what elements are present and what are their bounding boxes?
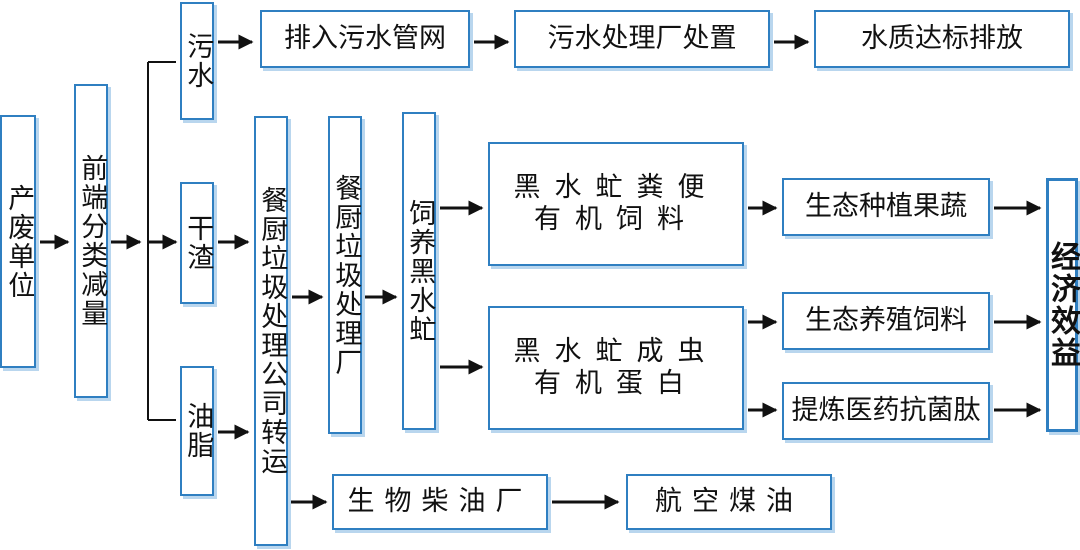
node-front-sorting: 前端分类减量 [74,84,108,398]
node-antimicrobial-peptide: 提炼医药抗菌肽 [782,382,990,440]
node-sewage: 污水 [180,2,214,120]
node-bsf-breeding: 饲养黑水虻 [402,112,436,430]
node-eco-breeding-feed: 生态养殖饲料 [782,292,990,350]
node-economic-benefit: 经济效益 [1045,178,1080,432]
node-frass-feed: 黑水虻粪便 有机饲料 [488,142,744,266]
node-grease: 油脂 [180,366,214,496]
node-discharge-sewer: 排入污水管网 [260,10,470,68]
node-source-unit: 产废单位 [0,115,36,368]
node-aviation-fuel: 航空煤油 [626,474,832,530]
node-treatment-plant: 餐厨垃圾处理厂 [328,116,362,434]
frass-feed-line1: 黑水虻粪便 [513,171,719,203]
node-dry-residue: 干渣 [180,182,214,304]
frass-feed-line2: 有机饲料 [534,204,698,235]
node-sewage-plant: 污水处理厂处置 [514,10,770,68]
larvae-protein-line1: 黑水虻成虫 [513,335,719,367]
node-eco-planting: 生态种植果蔬 [782,178,990,236]
node-biodiesel-plant: 生物柴油厂 [332,474,548,530]
larvae-protein-line2: 有机蛋白 [534,368,698,399]
node-larvae-protein: 黑水虻成虫 有机蛋白 [488,306,744,430]
node-transfer-company: 餐厨垃圾处理公司转运 [254,116,288,546]
node-water-discharge: 水质达标排放 [814,10,1070,68]
